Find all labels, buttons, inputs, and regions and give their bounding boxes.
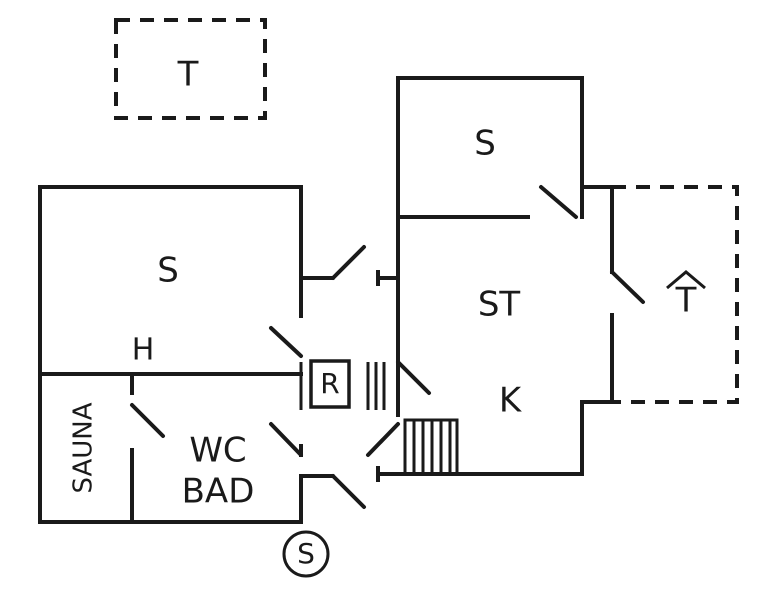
sauna-symbol-circle	[282, 530, 330, 578]
terrace-top-label: T	[177, 55, 199, 95]
kitchen-label: K	[499, 381, 523, 421]
wc-label-line2: BAD	[182, 472, 255, 512]
bedroom-top-label: S	[474, 124, 496, 164]
stairs	[366, 362, 459, 476]
door-swings	[130, 185, 645, 509]
left-block-walls	[38, 185, 303, 524]
living-label: ST	[478, 285, 521, 325]
hall-label: H	[132, 333, 155, 368]
wc-label-line1: WC	[189, 431, 246, 471]
bedroom-left-label: S	[157, 251, 179, 291]
terrace-right-outline	[612, 185, 739, 404]
terrace-top-outline	[114, 18, 267, 120]
roof-icon	[666, 270, 706, 290]
storage-label: R	[320, 367, 339, 400]
sauna-label: SAUNA	[69, 402, 99, 493]
right-block-walls	[376, 76, 614, 482]
terrace-right-label: T	[675, 281, 697, 321]
sauna-symbol-label: S	[297, 537, 315, 570]
storage-box	[309, 359, 351, 409]
